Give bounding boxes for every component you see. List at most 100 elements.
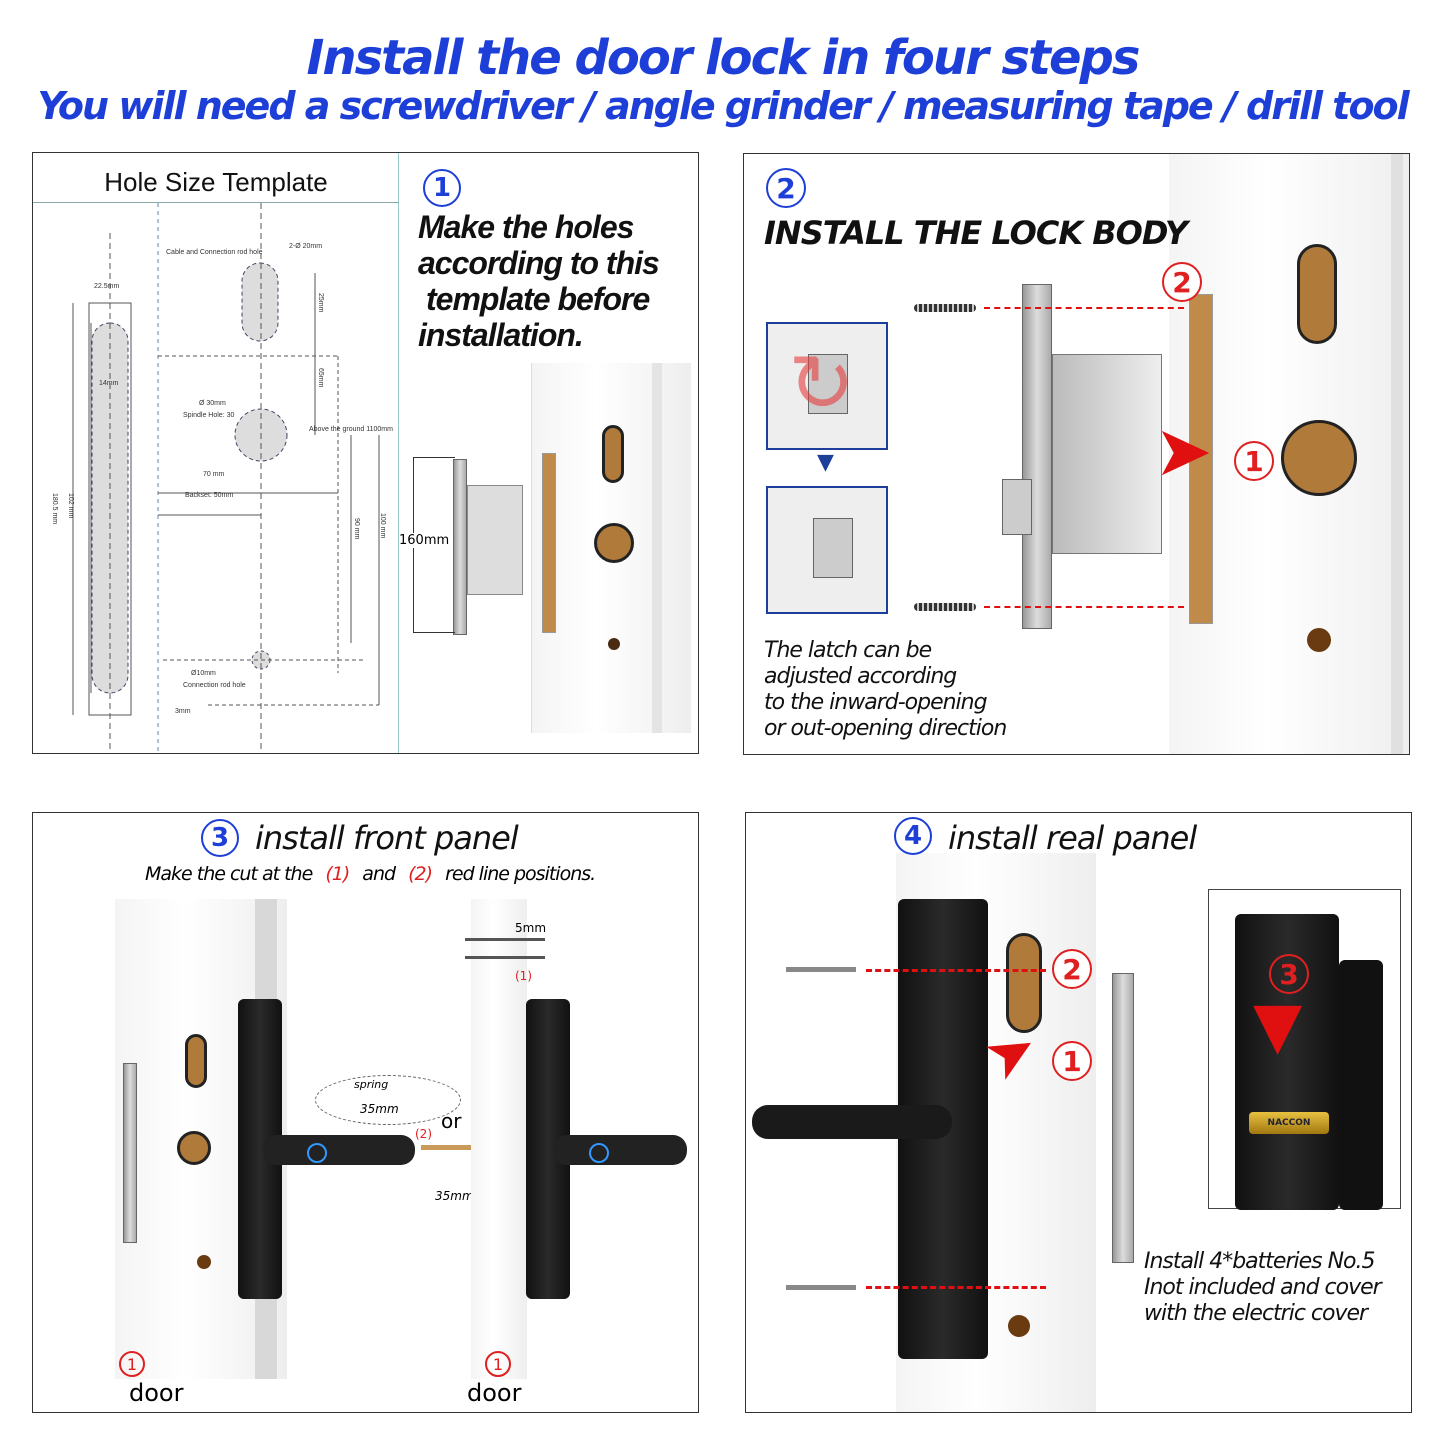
cut-marker-2: (2)	[408, 863, 433, 885]
note-line: The latch can be	[764, 638, 932, 663]
guide-line-bottom	[866, 1286, 1046, 1289]
step4-note: Install 4*batteries No.5 Inot included a…	[1144, 1249, 1382, 1327]
step1-number: 1	[423, 169, 461, 207]
step4-panel: 4 install real panel ➤ 2 1 3 ▼ NACCON In…	[745, 812, 1412, 1413]
fingerprint-sensor-icon	[589, 1143, 609, 1163]
label-h102: 102 mm	[67, 493, 74, 518]
cable-hole	[602, 425, 624, 483]
marker-3: 3	[1269, 954, 1309, 994]
fingerprint-sensor-icon	[307, 1143, 327, 1163]
lock-faceplate	[1112, 973, 1134, 1263]
step2-note: The latch can be adjusted according to t…	[764, 638, 1007, 742]
down-arrow-icon: ▼	[1253, 989, 1303, 1063]
rod-hole	[197, 1255, 211, 1269]
length-5mm-label: 5mm	[515, 921, 547, 935]
battery: NACCON	[1249, 1112, 1329, 1134]
length-35mm-label: 35mm	[435, 1189, 474, 1203]
mortise-slot	[1189, 294, 1213, 624]
latch-detail-after	[766, 486, 888, 614]
lock-faceplate	[1022, 284, 1052, 629]
label-w14: 14mm	[99, 380, 119, 387]
note-line: or out-opening direction	[764, 716, 1007, 741]
instruction-line: Make the holes	[418, 209, 634, 245]
subtitle-text: and	[362, 863, 396, 885]
label-h100: 100 mm	[379, 513, 386, 538]
door-image-right	[471, 899, 527, 1379]
rod-hole	[608, 638, 620, 650]
step3-panel: 3 install front panel Make the cut at th…	[32, 812, 699, 1413]
step3-number: 3	[201, 819, 239, 857]
lock-height-label: 160mm	[399, 533, 450, 548]
instruction-line: installation.	[418, 317, 584, 353]
label-dia30: Ø 30mm	[199, 400, 226, 407]
step2-number: 2	[766, 168, 806, 208]
insert-arrow-icon: ➤	[1154, 410, 1213, 492]
door-marker-left: 1	[119, 1351, 145, 1377]
spring-detail: spring 35mm	[315, 1075, 461, 1125]
step1-panel: Hole Size Template	[32, 152, 699, 754]
cable-hole	[1006, 933, 1042, 1033]
mortise-slot	[542, 453, 556, 633]
label-w70: 70 mm	[203, 471, 225, 478]
cut-marker-2-label: (2)	[415, 1127, 432, 1141]
door-marker-right: 1	[485, 1351, 511, 1377]
marker-1: 1	[1052, 1041, 1092, 1081]
door-frame	[652, 363, 662, 733]
panel-side	[1339, 960, 1383, 1210]
guide-line-top	[984, 307, 1184, 309]
door-label-left: door	[129, 1379, 184, 1407]
door-edge-image	[531, 363, 691, 733]
label-spindle: Spindle Hole: 30	[183, 412, 234, 419]
note-line: Inot included and cover	[1144, 1275, 1382, 1300]
battery-detail: 3 ▼ NACCON	[1208, 889, 1401, 1210]
subtitle-text: red line positions.	[445, 863, 596, 885]
lock-faceplate	[123, 1063, 137, 1243]
note-line: to the inward-opening	[764, 690, 988, 715]
page-title: Install the door lock in four steps	[306, 30, 1141, 86]
lock-faceplate	[453, 459, 467, 635]
spring-label: spring	[354, 1078, 389, 1091]
label-h25: 25mm	[317, 293, 324, 313]
instruction-line: template before	[426, 281, 650, 317]
lock-body	[1052, 354, 1162, 554]
latch-bolt	[808, 354, 848, 414]
step4-number: 4	[894, 817, 932, 855]
label-dia20: 2-Ø 20mm	[289, 243, 322, 250]
label-h1805: 180.5 mm	[51, 493, 58, 524]
marker-1: 1	[1234, 441, 1274, 481]
screw-icon	[786, 1285, 856, 1290]
lock-body	[467, 485, 523, 595]
step1-instruction: Make the holes according to this templat…	[418, 209, 660, 353]
screw-top-icon	[914, 304, 976, 312]
spindle-hole	[1281, 420, 1357, 496]
latch-bolt	[813, 518, 853, 578]
screw-icon	[465, 956, 545, 959]
marker-2: 2	[1162, 262, 1202, 302]
rod-hole	[1307, 628, 1331, 652]
step2-title: INSTALL THE LOCK BODY	[764, 214, 1188, 252]
screw-bottom-icon	[914, 603, 976, 611]
step4-title: install real panel	[948, 819, 1197, 857]
door-frame	[1391, 154, 1403, 754]
guide-line-bottom	[984, 606, 1184, 608]
template-title: Hole Size Template	[33, 167, 399, 203]
cable-hole	[185, 1034, 207, 1088]
label-backset: Backset: 50mm	[185, 492, 233, 499]
cable-hole	[1297, 244, 1337, 344]
template-drawing: Cable and Connection rod hole 2-Ø 20mm 2…	[51, 203, 393, 753]
label-w22: 22.5mm	[94, 283, 119, 290]
latch	[1002, 479, 1032, 535]
down-arrow-icon: ▼	[817, 450, 834, 475]
step3-subtitle: Make the cut at the (1) and (2) red line…	[145, 863, 596, 885]
handle-right	[553, 1135, 687, 1165]
label-h65: 65mm	[317, 368, 324, 388]
note-line: adjusted according	[764, 664, 957, 689]
cut-marker-1: (1)	[325, 863, 350, 885]
screw-icon	[465, 938, 545, 941]
rotate-icon: ↻	[788, 337, 856, 430]
spindle-hole	[177, 1131, 211, 1165]
screw-icon	[786, 967, 856, 972]
latch-detail-before: ↻	[766, 322, 888, 450]
page-subtitle: You will need a screwdriver / angle grin…	[37, 84, 1409, 128]
instruction-line: according to this	[418, 245, 660, 281]
